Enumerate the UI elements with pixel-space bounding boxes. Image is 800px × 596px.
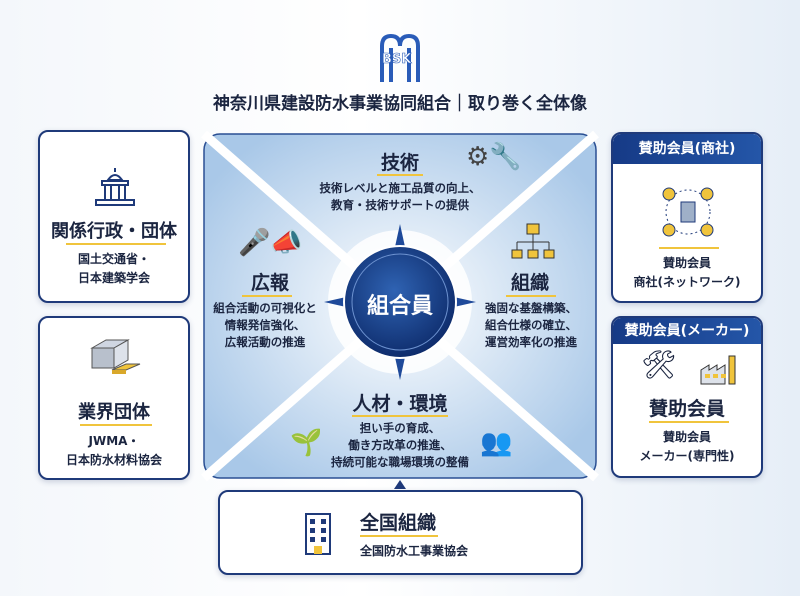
team-growth-icon: 👥 [480, 428, 513, 458]
office-building-icon [305, 513, 331, 555]
government-building-icon [95, 168, 135, 206]
network-icon [662, 187, 714, 237]
section-title: 組織 [510, 272, 549, 294]
section-line: 組合仕様の確立、 [485, 318, 577, 332]
section-line: 働き方改革の推進、 [348, 438, 452, 452]
card-government: 関係行政・団体 国土交通省・日本建築学会 [38, 130, 190, 303]
card-title: 賛助会員 [648, 398, 725, 420]
section-title: 人材・環境 [352, 393, 448, 415]
section-line: 広報活動の推進 [224, 335, 306, 349]
logo-text: BSK [382, 52, 412, 68]
core-circle [343, 245, 457, 359]
card-line: 商社(ネットワーク) [633, 275, 741, 289]
card-line: 日本建築学会 [77, 271, 150, 285]
section-title: 技術 [380, 152, 419, 174]
section-line: 組合活動の可視化と [213, 301, 317, 315]
card-header: 賛助会員(商社) [613, 134, 761, 164]
card-line: 日本防水材料協会 [65, 453, 162, 467]
section-line: 持続可能な職場環境の整備 [331, 455, 469, 469]
section-line: 担い手の育成、 [359, 421, 441, 435]
card-header: 賛助会員(メーカー) [613, 318, 761, 344]
material-stack-icon [90, 339, 141, 374]
section-title: 広報 [250, 272, 289, 294]
org-chart-icon [511, 223, 555, 259]
plant-hand-icon: 🌱 [290, 428, 323, 458]
bsk-logo: BSK [376, 32, 424, 84]
megaphone-icon: 🎤📣 [238, 228, 303, 258]
card-line: 賛助会員 [662, 256, 711, 270]
card-line: 全国防水工事業協会 [360, 544, 469, 558]
section-line: 情報発信強化、 [224, 318, 306, 332]
center-diagram [201, 130, 599, 482]
section-line: 教育・技術サポートの提供 [331, 198, 469, 212]
card-title: 関係行政・団体 [51, 221, 177, 242]
gear-wrench-icon: ⚙🔧 [466, 142, 522, 172]
card-title: 業界団体 [78, 402, 150, 423]
card-sponsor-maker: 賛助会員(メーカー) 🛠 賛助会員 賛助会員メーカー(専門性) [611, 316, 763, 478]
card-line: 賛助会員 [662, 430, 711, 444]
arrow-up-icon [394, 480, 406, 489]
tools-icon: 🛠 [641, 348, 677, 381]
factory-icon [700, 355, 736, 385]
section-line: 強固な基盤構築、 [485, 301, 577, 315]
card-national: 全国組織 全国防水工事業協会 [218, 490, 583, 575]
card-line: メーカー(専門性) [639, 449, 735, 463]
core-label: 組合員 [366, 294, 433, 319]
section-line: 技術レベルと施工品質の向上、 [319, 181, 481, 195]
card-sponsor-trading: 賛助会員(商社) 賛助会員商社(ネットワーク) [611, 132, 763, 303]
card-title: 全国組織 [360, 512, 437, 534]
card-line: 国土交通省・ [77, 252, 150, 266]
card-industry: 業界団体 JWMA・日本防水材料協会 [38, 316, 190, 480]
card-line: JWMA・ [88, 434, 140, 448]
section-line: 運営効率化の推進 [485, 335, 577, 349]
page-title: 神奈川県建設防水事業協同組合｜取り巻く全体像 [213, 94, 587, 114]
